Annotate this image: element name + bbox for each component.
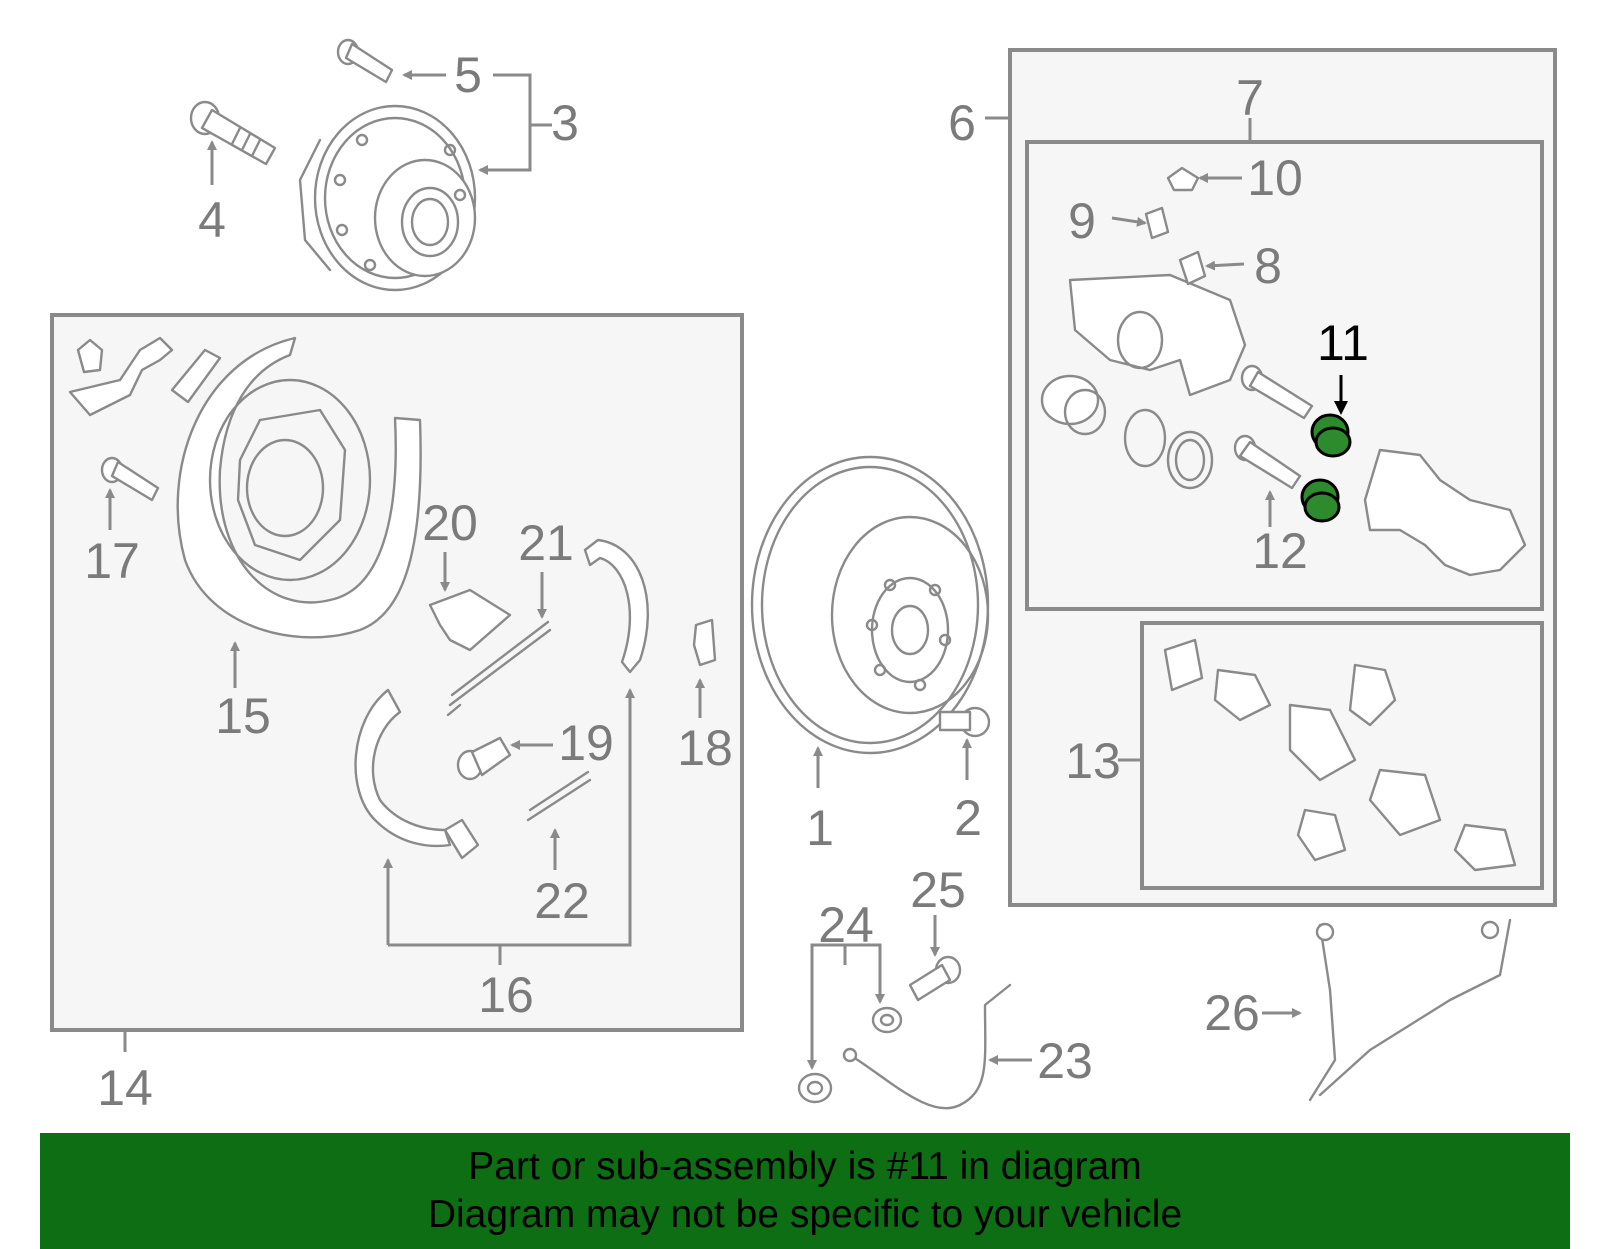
callout-9: 9: [1068, 193, 1096, 249]
leader-lines: [105, 70, 1348, 1070]
caliper-part-7: [1068, 273, 1247, 397]
rotor-screw-part-2: [938, 706, 991, 738]
callout-15: 15: [215, 688, 271, 744]
hub-bolt-part-5: [336, 38, 394, 84]
callout-25: 25: [910, 862, 966, 918]
info-banner: Part or sub-assembly is #11 in diagram D…: [40, 1133, 1570, 1249]
callout-11: 11: [1317, 315, 1369, 371]
banjo-bolt-part-25: [908, 955, 962, 1002]
parking-shoe-upper-part-16: [583, 538, 649, 674]
banner-line-2: Diagram may not be specific to your vehi…: [427, 1193, 1183, 1236]
guide-pin-part-12: [1233, 364, 1314, 490]
seal-ring: [1123, 408, 1214, 490]
callout-13: 13: [1065, 733, 1121, 789]
strut-part-19: [456, 736, 512, 781]
caliper-bracket: [1363, 448, 1527, 577]
callout-24: 24: [818, 897, 874, 953]
callout-23: 23: [1037, 1033, 1093, 1089]
callout-18: 18: [677, 720, 733, 776]
brake-hose-part-23: [842, 983, 1012, 1110]
adjuster-part-20: [428, 588, 512, 652]
spring-part-21: [446, 620, 552, 717]
brake-rotor-part-1: [750, 455, 990, 755]
hub-bolt-part-4: [189, 100, 277, 166]
bleeder-part-9: [1144, 206, 1170, 240]
abs-sensor-part-26: [1308, 918, 1512, 1102]
guide-pin-boot-part-11: [1300, 413, 1352, 523]
pin-part-17: [100, 456, 160, 502]
callout-5: 5: [454, 47, 482, 103]
backing-plate-part-15: [176, 336, 422, 639]
hub-bearing-part-3: [298, 104, 477, 292]
callout-20: 20: [422, 495, 478, 551]
callout-12: 12: [1252, 523, 1308, 579]
banner-line-1: Part or sub-assembly is #11 in diagram: [468, 1145, 1142, 1188]
callout-7: 7: [1236, 70, 1264, 126]
clip-part-18: [692, 618, 717, 667]
callout-22: 22: [534, 873, 590, 929]
washer-part-24: [797, 1006, 903, 1104]
small-parts-top-left: [68, 336, 222, 417]
callout-16: 16: [478, 967, 534, 1023]
callout-17: 17: [84, 533, 140, 589]
brake-pad-kit-part-13: [1163, 638, 1517, 872]
callout-1: 1: [806, 800, 834, 856]
callout-labels: 1 2 3 4 5 6 7 8 9 10 11 12 13 14 15 16 1…: [84, 47, 1369, 1116]
callout-19: 19: [558, 715, 614, 771]
dust-cap-part-10: [1166, 166, 1200, 192]
callout-2: 2: [954, 790, 982, 846]
callout-4: 4: [198, 192, 226, 248]
parking-shoe-lower-part-16: [354, 688, 480, 860]
callout-10: 10: [1247, 150, 1303, 206]
cap-part-8: [1178, 250, 1207, 286]
callout-26: 26: [1204, 985, 1260, 1041]
callout-3: 3: [551, 95, 579, 151]
callout-6: 6: [948, 95, 976, 151]
callout-14: 14: [97, 1060, 153, 1116]
piston-part: [1040, 374, 1107, 436]
callout-21: 21: [518, 515, 574, 571]
callout-8: 8: [1254, 238, 1282, 294]
spring-part-22: [526, 770, 592, 822]
